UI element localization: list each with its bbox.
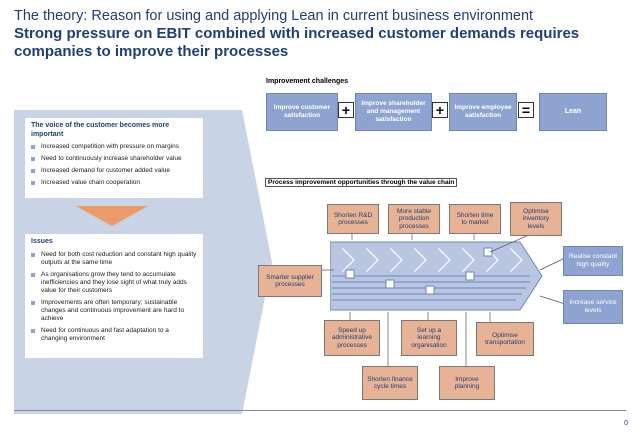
speed-up-admin-box: Speed up administrative processes xyxy=(324,320,380,356)
bullet-icon xyxy=(31,169,35,173)
lean-result-box: Lean xyxy=(539,93,607,131)
list-item: Need for both cost reduction and constan… xyxy=(31,251,197,267)
optimise-transport-box: Optimise transportation xyxy=(476,322,534,356)
improve-planning-box: Improve planning xyxy=(439,366,495,400)
page-number: 0 xyxy=(624,420,628,427)
challenge-customer-box: Improve customer satisfaction xyxy=(266,93,338,131)
constant-quality-box: Realise constant high quality xyxy=(563,246,623,276)
plus-operator: + xyxy=(338,102,354,118)
shorten-time-box: Shorten time to market xyxy=(449,204,501,234)
bullet-icon xyxy=(31,157,35,161)
finance-cycle-box: Shorten finance cycle times xyxy=(362,366,418,400)
connector-lines xyxy=(322,230,566,366)
improvement-challenges-label: Improvement challenges xyxy=(266,78,349,85)
list-item: Increased demand for customer added valu… xyxy=(31,167,197,175)
equals-operator: = xyxy=(518,102,534,118)
page-title: Strong pressure on EBIT combined with in… xyxy=(14,25,580,60)
list-item: Increased value chain cooperation xyxy=(31,179,197,187)
footer-divider xyxy=(14,410,626,411)
list-item: Improvements are often temporary; sustai… xyxy=(31,299,197,323)
bullet-icon xyxy=(31,181,35,185)
bullet-icon xyxy=(31,252,35,257)
learning-organisation-box: Set up a learning organisation xyxy=(401,320,457,356)
challenge-employee-box: Improve employee satisfaction xyxy=(449,93,517,131)
list-item: Increased competition with pressure on m… xyxy=(31,143,197,151)
value-chain-label: Process improvement opportunities throug… xyxy=(265,178,458,187)
list-item: Need for continuous and fast adaptation … xyxy=(31,327,197,343)
stable-production-box: More stable production processes xyxy=(388,204,440,234)
challenge-shareholder-box: Improve shareholder and management satis… xyxy=(355,93,432,131)
voice-of-customer-card: The voice of the customer becomes more i… xyxy=(24,117,204,199)
voice-of-customer-title: The voice of the customer becomes more i… xyxy=(31,122,170,138)
page-subtitle: The theory: Reason for using and applyin… xyxy=(14,8,534,24)
down-arrow-icon xyxy=(76,206,148,226)
bullet-icon xyxy=(31,272,35,277)
issues-title: Issues xyxy=(31,238,53,245)
optimise-inventory-box: Optimise inventory levels xyxy=(510,202,562,236)
issues-card: Issues Need for both cost reduction and … xyxy=(24,233,204,359)
bullet-icon xyxy=(31,300,35,305)
bullet-icon xyxy=(31,145,35,149)
plus-operator: + xyxy=(432,102,448,118)
list-item: As organisations grow they tend to accum… xyxy=(31,271,197,295)
value-chain-arrow xyxy=(330,241,543,311)
list-item: Need to continuously increase shareholde… xyxy=(31,155,197,163)
shorten-rd-box: Shorten R&D processes xyxy=(327,204,379,234)
service-levels-box: Increase service levels xyxy=(563,290,623,324)
smarter-supplier-box: Smarter supplier processes xyxy=(258,265,322,297)
bullet-icon xyxy=(31,328,35,333)
